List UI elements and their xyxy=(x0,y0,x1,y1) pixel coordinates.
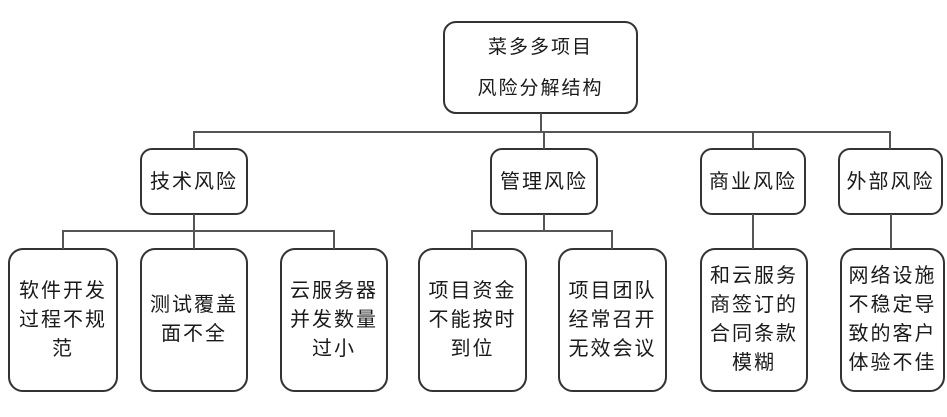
connector-line xyxy=(752,214,754,249)
connector-line xyxy=(193,131,891,133)
connector-line xyxy=(62,230,335,232)
node-technical-risk: 技术风险 xyxy=(140,148,248,215)
connector-line xyxy=(889,131,891,149)
node-business-risk: 商业风险 xyxy=(700,148,806,215)
connector-line xyxy=(890,214,892,249)
root-node-project-risk-structure: 菜多多项目 风险分解结构 xyxy=(443,21,638,114)
connector-line xyxy=(543,131,545,149)
node-management-risk: 管理风险 xyxy=(490,148,598,215)
leaf-vague-contract-terms: 和云服务 商签订的 合同条款 模糊 xyxy=(700,248,808,392)
connector-line xyxy=(471,230,473,249)
leaf-ineffective-meetings: 项目团队 经常召开 无效会议 xyxy=(558,248,667,392)
leaf-project-funding-delayed: 项目资金 不能按时 到位 xyxy=(418,248,527,392)
connector-line xyxy=(193,131,195,149)
connector-line xyxy=(193,230,195,249)
connector-line xyxy=(193,214,195,232)
connector-line xyxy=(543,214,545,232)
node-external-risk: 外部风险 xyxy=(838,148,943,215)
leaf-network-instability-bad-ux: 网络设施 不稳定导 致的客户 体验不佳 xyxy=(840,248,945,392)
connector-line xyxy=(62,230,64,249)
leaf-test-coverage-incomplete: 测试覆盖 面不全 xyxy=(140,248,248,392)
connector-line xyxy=(471,230,613,232)
connector-line xyxy=(611,230,613,249)
connector-line xyxy=(540,113,542,132)
leaf-cloud-server-concurrency-low: 云服务器 并发数量 过小 xyxy=(280,248,388,392)
connector-line xyxy=(752,131,754,149)
connector-line xyxy=(333,230,335,249)
leaf-software-process-not-standard: 软件开发 过程不规 范 xyxy=(8,248,118,392)
